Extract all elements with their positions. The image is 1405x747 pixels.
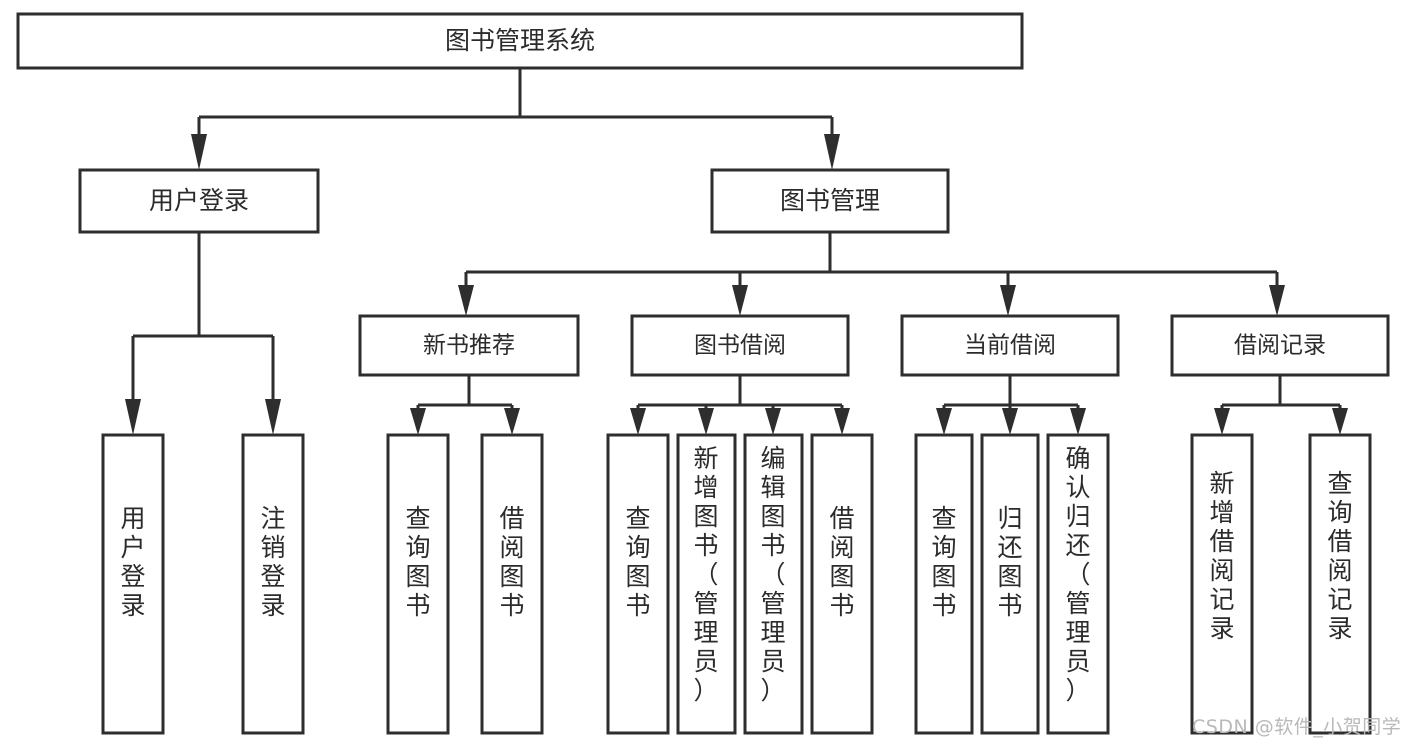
leaf-add-borrow-record-box[interactable] <box>1190 433 1254 735</box>
node-borrow-record-label: 借阅记录 <box>1234 333 1326 359</box>
leaf-query-book-current-box[interactable] <box>914 433 974 735</box>
leaf-add-book-admin-label: 新增图书（管理员） <box>693 444 718 705</box>
node-new-book-recommend-box[interactable] <box>358 314 580 377</box>
node-borrow-record[interactable]: 借阅记录 <box>1170 314 1390 377</box>
leaf-query-borrow-record-box[interactable] <box>1308 433 1372 735</box>
leaf-query-book-borrow-box[interactable] <box>606 433 670 735</box>
leaf-return-book-box[interactable] <box>980 433 1040 735</box>
leaf-add-book-admin-box[interactable] <box>676 433 737 735</box>
arrowhead-book-mgmt <box>824 134 840 170</box>
leaf-confirm-return-admin-box[interactable] <box>1046 433 1110 735</box>
node-book-management[interactable]: 图书管理 <box>710 168 950 234</box>
leaf-add-book-admin[interactable]: 新增图书（管理员） <box>676 433 737 735</box>
node-user-login[interactable]: 用户登录 <box>78 168 320 234</box>
leaf-query-book-borrow[interactable]: 查询图书 <box>606 433 670 735</box>
node-root[interactable]: 图书管理系统 <box>16 12 1024 70</box>
leaf-query-book-newbook-label: 查询图书 <box>405 504 430 620</box>
leaf-return-book-label: 归还图书 <box>997 504 1022 620</box>
node-user-login-label: 用户登录 <box>149 186 249 215</box>
leaf-borrow-book-newbook-box[interactable] <box>480 433 544 735</box>
arrowhead-book-borrow <box>732 285 748 316</box>
leaf-query-book-borrow-label: 查询图书 <box>625 504 650 620</box>
node-book-borrow[interactable]: 图书借阅 <box>630 314 850 377</box>
leaf-user-login[interactable]: 用户登录 <box>101 433 165 735</box>
arrowhead-leaf-edit-book <box>765 408 781 435</box>
arrowhead-leaf-query-book-2 <box>630 408 646 435</box>
node-new-book-recommend[interactable]: 新书推荐 <box>358 314 580 377</box>
node-user-login-box[interactable] <box>78 168 320 234</box>
arrowhead-leaf-query-record <box>1332 408 1348 435</box>
node-root-label: 图书管理系统 <box>445 26 595 55</box>
leaf-confirm-return-admin-label: 确认归还（管理员） <box>1065 444 1090 705</box>
arrowhead-current-borrow <box>1000 285 1016 316</box>
node-borrow-record-box[interactable] <box>1170 314 1390 377</box>
leaf-edit-book-admin-label: 编辑图书（管理员） <box>760 444 785 705</box>
node-current-borrow[interactable]: 当前借阅 <box>900 314 1120 377</box>
leaf-edit-book-admin[interactable]: 编辑图书（管理员） <box>743 433 804 735</box>
arrowhead-leaf-logout <box>265 399 281 435</box>
leaf-add-borrow-record[interactable]: 新增借阅记录 <box>1190 433 1254 735</box>
arrowhead-leaf-user-login <box>125 399 141 435</box>
leaf-query-borrow-record-label: 查询借阅记录 <box>1327 469 1352 643</box>
node-book-borrow-label: 图书借阅 <box>694 333 786 359</box>
arrowhead-leaf-add-book <box>698 408 714 435</box>
arrowhead-leaf-add-record <box>1214 408 1230 435</box>
arrowhead-leaf-query-book-3 <box>936 408 952 435</box>
arrowhead-leaf-return-book <box>1002 408 1018 435</box>
leaf-user-login-label: 用户登录 <box>120 504 145 620</box>
node-book-management-label: 图书管理 <box>780 186 880 215</box>
arrowhead-leaf-borrow-book-1 <box>504 408 520 435</box>
arrowhead-leaf-borrow-book-2 <box>834 408 850 435</box>
leaf-return-book[interactable]: 归还图书 <box>980 433 1040 735</box>
connector-layer <box>125 68 1348 435</box>
leaf-add-borrow-record-label: 新增借阅记录 <box>1209 469 1234 643</box>
leaf-borrow-book-borrow-label: 借阅图书 <box>829 504 854 620</box>
node-book-borrow-box[interactable] <box>630 314 850 377</box>
leaf-query-book-current[interactable]: 查询图书 <box>914 433 974 735</box>
arrowhead-new-book-rec <box>458 285 474 316</box>
leaf-query-borrow-record[interactable]: 查询借阅记录 <box>1308 433 1372 735</box>
node-current-borrow-label: 当前借阅 <box>964 333 1056 359</box>
csdn-watermark: CSDN @软件_小贺同学 <box>1192 716 1402 738</box>
leaf-logout[interactable]: 注销登录 <box>241 433 305 735</box>
leaf-borrow-book-newbook-label: 借阅图书 <box>499 504 524 620</box>
leaf-borrow-book-borrow[interactable]: 借阅图书 <box>810 433 874 735</box>
node-new-book-recommend-label: 新书推荐 <box>423 333 515 359</box>
arrowhead-leaf-query-book-1 <box>410 408 426 435</box>
node-root-box[interactable] <box>16 12 1024 70</box>
arrowhead-user-login <box>191 134 207 170</box>
leaf-logout-label: 注销登录 <box>260 504 285 620</box>
arrowhead-leaf-confirm-return <box>1070 408 1086 435</box>
node-current-borrow-box[interactable] <box>900 314 1120 377</box>
leaf-query-book-newbook[interactable]: 查询图书 <box>386 433 450 735</box>
leaf-borrow-book-newbook[interactable]: 借阅图书 <box>480 433 544 735</box>
leaf-logout-box[interactable] <box>241 433 305 735</box>
leaf-query-book-newbook-box[interactable] <box>386 433 450 735</box>
leaf-edit-book-admin-box[interactable] <box>743 433 804 735</box>
leaf-user-login-box[interactable] <box>101 433 165 735</box>
leaf-confirm-return-admin[interactable]: 确认归还（管理员） <box>1046 433 1110 735</box>
leaf-query-book-current-label: 查询图书 <box>931 504 956 620</box>
leaf-borrow-book-borrow-box[interactable] <box>810 433 874 735</box>
node-book-management-box[interactable] <box>710 168 950 234</box>
arrowhead-borrow-record <box>1269 285 1285 316</box>
